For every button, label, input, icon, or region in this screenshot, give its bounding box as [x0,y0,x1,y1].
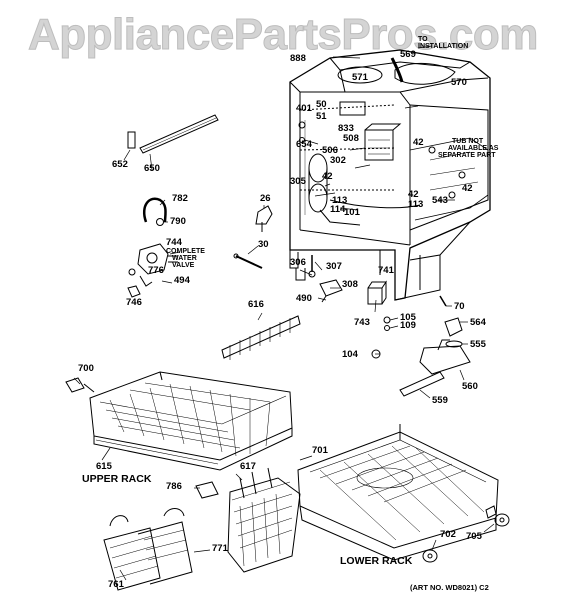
part-label-555: 555 [470,339,486,350]
part-label-109: 109 [400,320,416,331]
part-label-401: 401 [296,103,312,114]
part-560 [419,339,471,375]
part-label-569: 569 [400,49,416,60]
part-label-30: 30 [258,239,269,250]
part-label-305: 305 [290,176,306,187]
part-label-888: 888 [290,53,306,64]
part-label-744: 744 [166,237,182,248]
part-label-101: 101 [344,207,360,218]
part-559 [399,371,445,397]
part-label-746: 746 [126,297,142,308]
part-786 [195,481,219,499]
part-label-50: 50 [316,99,327,110]
water-valve [128,243,178,287]
note-valve-water: WATER [172,255,197,262]
part-label-564: 564 [470,317,486,328]
part-label-560: 560 [462,381,478,392]
part-label-782: 782 [172,193,188,204]
seal-strip [139,114,219,154]
part-label-26: 26 [260,193,271,204]
part-746 [127,285,141,298]
part-label-490: 490 [296,293,312,304]
part-label-652: 652 [112,159,128,170]
upper-rack-label: UPPER RACK [82,473,152,485]
part-306-307 [308,255,316,278]
part-label-615: 615 [96,461,112,472]
upper-rack [89,372,293,471]
part-label-790: 790 [170,216,186,227]
part-label-307: 307 [326,261,342,272]
part-label-42-d: 42 [462,183,473,194]
part-label-306: 306 [290,257,306,268]
part-label-571: 571 [352,72,368,83]
part-label-570: 570 [451,77,467,88]
part-label-833: 833 [338,123,354,134]
note-tub-line-1: TUB NOT [452,138,484,145]
note-tub-line-3: SEPARATE PART [438,152,496,159]
part-label-42-b: 42 [413,137,424,148]
wheel-702 [422,549,438,563]
part-label-786: 786 [166,481,182,492]
silverware-basket [227,467,301,573]
part-564-555 [444,317,463,348]
part-label-51: 51 [316,111,327,122]
part-label-543: 543 [432,195,448,206]
part-308-490 [319,279,343,303]
part-105-109 [383,316,391,331]
part-label-700: 700 [78,363,94,374]
part-label-617: 617 [240,461,256,472]
part-label-743: 743 [354,317,370,328]
part-label-616: 616 [248,299,264,310]
part-label-761: 761 [108,579,124,590]
rack-rail-616 [221,315,301,360]
part-label-70: 70 [454,301,465,312]
art-number: (ART NO. WD8021) C2 [410,583,489,592]
part-label-654: 654 [296,139,312,150]
lower-rack-label: LOWER RACK [340,555,413,567]
part-label-701: 701 [312,445,328,456]
part-30 [233,253,263,269]
part-label-650: 650 [144,163,160,174]
tub-assembly [289,49,491,301]
lower-rack [297,424,499,561]
watermark: AppliancePartsPros.com [28,10,539,60]
note-tub-line-2: AVAILABLE AS [448,145,499,152]
part-label-113-b: 113 [408,199,424,210]
part-26 [255,205,273,232]
hose-782 [143,197,167,223]
part-652 [127,131,136,149]
part-label-113-a: 113 [332,195,348,206]
small-baskets [103,508,193,591]
part-700 [65,377,95,393]
part-label-302: 302 [330,155,346,166]
part-790 [156,218,164,226]
part-label-114: 114 [330,204,346,215]
part-label-705: 705 [466,531,482,542]
part-label-308: 308 [342,279,358,290]
part-label-104: 104 [342,349,358,360]
leader-lines [73,45,495,581]
part-label-494: 494 [174,275,190,286]
part-label-506: 506 [322,145,338,156]
part-label-741: 741 [378,265,394,276]
part-label-508: 508 [343,133,359,144]
note-top-to: TO [418,36,428,43]
part-label-776: 776 [148,265,164,276]
part-label-559: 559 [432,395,448,406]
part-label-42-c: 42 [408,189,419,200]
wheel-705 [485,505,510,527]
part-741-743 [367,280,387,305]
part-70 [439,295,447,307]
part-label-771: 771 [212,543,228,554]
note-valve-valve: VALVE [172,262,195,269]
note-top-installation: INSTALLATION [418,43,469,50]
note-valve-complete: COMPLETE [166,248,205,255]
part-label-105: 105 [400,312,416,323]
part-label-702: 702 [440,529,456,540]
part-label-42-a: 42 [322,171,333,182]
